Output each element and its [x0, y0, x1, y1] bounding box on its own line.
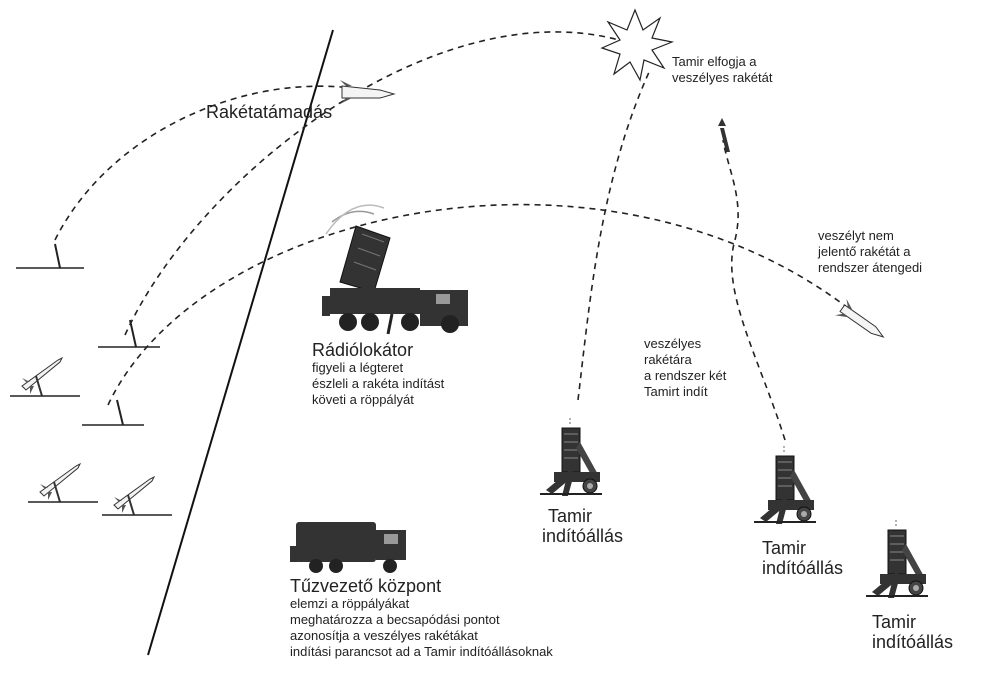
dangerous-line-2: rakétára	[644, 352, 692, 367]
trajectory-dangerous	[124, 31, 636, 336]
border-line	[147, 29, 334, 656]
trajectories	[54, 31, 849, 441]
radar-line-2: észleli a rakéta indítást	[312, 376, 445, 391]
launcher-label-3: Tamir indítóállás	[872, 612, 953, 652]
tamir-launcher-icon-2	[753, 445, 817, 525]
ground-missile-3	[101, 476, 173, 516]
launcher-3-line-2: indítóállás	[872, 632, 954, 652]
launcher-label-2: Tamir indítóállás	[762, 538, 843, 578]
dangerous-label: veszélyes rakétára a rendszer két Tamirt…	[644, 336, 726, 400]
harmless-line-2: jelentő rakétát a	[818, 244, 911, 259]
radar-line-1: figyeli a légteret	[312, 360, 404, 375]
launch-stand-3	[82, 399, 144, 426]
intercept-line-1: Tamir elfogja a	[672, 54, 757, 69]
radar-title: Rádiólokátor	[312, 340, 414, 360]
explosion-icon	[600, 8, 675, 82]
trajectory-harmless-high	[54, 85, 366, 241]
launch-stand-1	[16, 243, 84, 269]
fire-control-block: Tűzvezető központ elemzi a röppályákat m…	[290, 576, 553, 660]
intercept-line-2: veszélyes rakétát	[672, 70, 773, 85]
tamir-launcher-icon-1	[539, 417, 603, 497]
fire-control-title: Tűzvezető központ	[290, 576, 442, 596]
harmless-line-3: rendszer átengedi	[818, 260, 923, 275]
intercept-label: Tamir elfogja a veszélyes rakétát	[672, 54, 772, 86]
radar-vehicle-icon	[322, 204, 468, 335]
ground-missile-1	[9, 357, 81, 397]
dangerous-line-1: veszélyes	[644, 336, 702, 351]
interceptor-missile-icon	[718, 118, 730, 152]
trajectory-harmless-low	[107, 203, 849, 406]
harmless-missile-icon	[834, 298, 885, 338]
launcher-1-line-2: indítóállás	[542, 526, 624, 546]
radar-line-3: követi a röppályát	[312, 392, 414, 407]
launcher-3-line-1: Tamir	[872, 612, 916, 632]
fire-control-line-4: indítási parancsot ad a Tamir indítóállá…	[290, 644, 553, 659]
fire-control-line-3: azonosítja a veszélyes rakétákat	[290, 628, 478, 643]
launcher-1-line-1: Tamir	[548, 506, 592, 526]
launcher-2-line-1: Tamir	[762, 538, 806, 558]
radar-block: Rádiólokátor figyeli a légteret észleli …	[312, 340, 444, 408]
ground-missile-2	[27, 463, 99, 503]
interceptor-path-1	[577, 69, 651, 401]
fire-control-line-1: elemzi a röppályákat	[290, 596, 410, 611]
launcher-2-line-2: indítóállás	[762, 558, 844, 578]
launcher-label-1: Tamir indítóállás	[542, 506, 623, 546]
harmless-label: veszélyt nem jelentő rakétát a rendszer …	[818, 228, 922, 276]
launch-stand-2	[98, 319, 160, 348]
attack-missile-icon	[340, 80, 396, 104]
tamir-launcher-icon-3	[865, 519, 929, 599]
attack-label: Rakétatámadás	[206, 102, 333, 122]
fire-control-line-2: meghatározza a becsapódási pontot	[290, 612, 500, 627]
dangerous-line-4: Tamirt indít	[644, 384, 708, 399]
dangerous-line-3: a rendszer két	[644, 368, 727, 383]
fire-control-truck-icon	[290, 522, 406, 573]
harmless-line-1: veszélyt nem	[818, 228, 894, 243]
interceptor-path-2	[722, 139, 786, 441]
